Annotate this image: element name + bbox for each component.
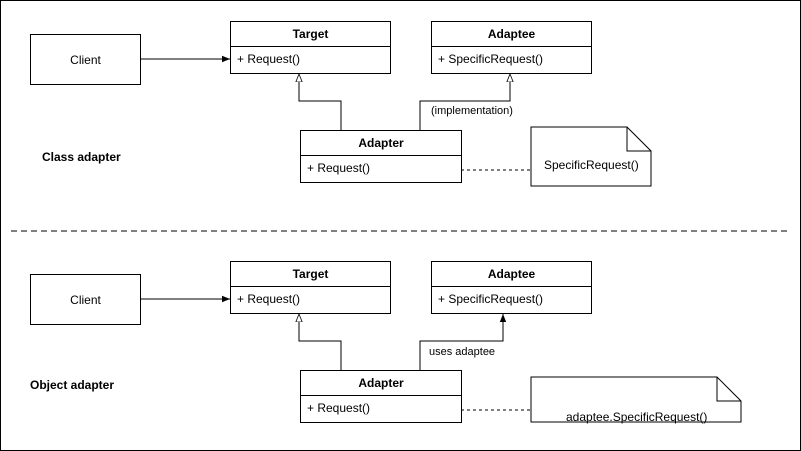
- adaptee-operation: + SpecificRequest(): [438, 52, 544, 66]
- note-shape: [530, 376, 742, 423]
- client-label: Client: [70, 52, 101, 67]
- adapter-inherits-target: [299, 74, 342, 130]
- adapter-class[interactable]: Adapter + Request(): [300, 370, 462, 423]
- adaptee-class-name: Adaptee: [432, 22, 591, 47]
- adaptee-class[interactable]: Adaptee + SpecificRequest(): [431, 261, 592, 314]
- note-fold: [626, 127, 651, 152]
- note-text: adaptee.SpecificRequest(): [566, 410, 708, 424]
- target-operation: + Request(): [237, 52, 301, 66]
- section-label-object-adapter: Object adapter: [30, 378, 115, 392]
- target-class[interactable]: Target + Request(): [230, 21, 391, 74]
- adapter-operation: + Request(): [307, 161, 371, 175]
- edge-label-implementation: (implementation): [431, 105, 513, 117]
- adaptee-class[interactable]: Adaptee + SpecificRequest(): [431, 21, 592, 74]
- adapter-inherits-adaptee: [419, 74, 510, 130]
- section-label-class-adapter: Class adapter: [42, 150, 121, 164]
- target-operation: + Request(): [237, 292, 301, 306]
- client-box[interactable]: Client: [30, 34, 141, 85]
- adapter-inherits-target: [299, 314, 342, 370]
- adapter-uses-adaptee: [419, 314, 507, 370]
- adapter-class-name: Adapter: [301, 371, 461, 396]
- target-class-name: Target: [231, 22, 390, 47]
- note-shape: [530, 126, 652, 187]
- edge-label-uses-adaptee: uses adaptee: [429, 346, 496, 358]
- client-box[interactable]: Client: [30, 274, 141, 325]
- target-class-name: Target: [231, 262, 390, 287]
- adaptee-operation: + SpecificRequest(): [438, 292, 544, 306]
- adaptee-class-name: Adaptee: [432, 262, 591, 287]
- target-class[interactable]: Target + Request(): [230, 261, 391, 314]
- adapter-class[interactable]: Adapter + Request(): [300, 130, 462, 183]
- note-fold: [716, 377, 741, 402]
- note-text: SpecificRequest(): [544, 158, 639, 172]
- adapter-operation: + Request(): [307, 401, 371, 415]
- client-label: Client: [70, 292, 101, 307]
- adapter-class-name: Adapter: [301, 131, 461, 156]
